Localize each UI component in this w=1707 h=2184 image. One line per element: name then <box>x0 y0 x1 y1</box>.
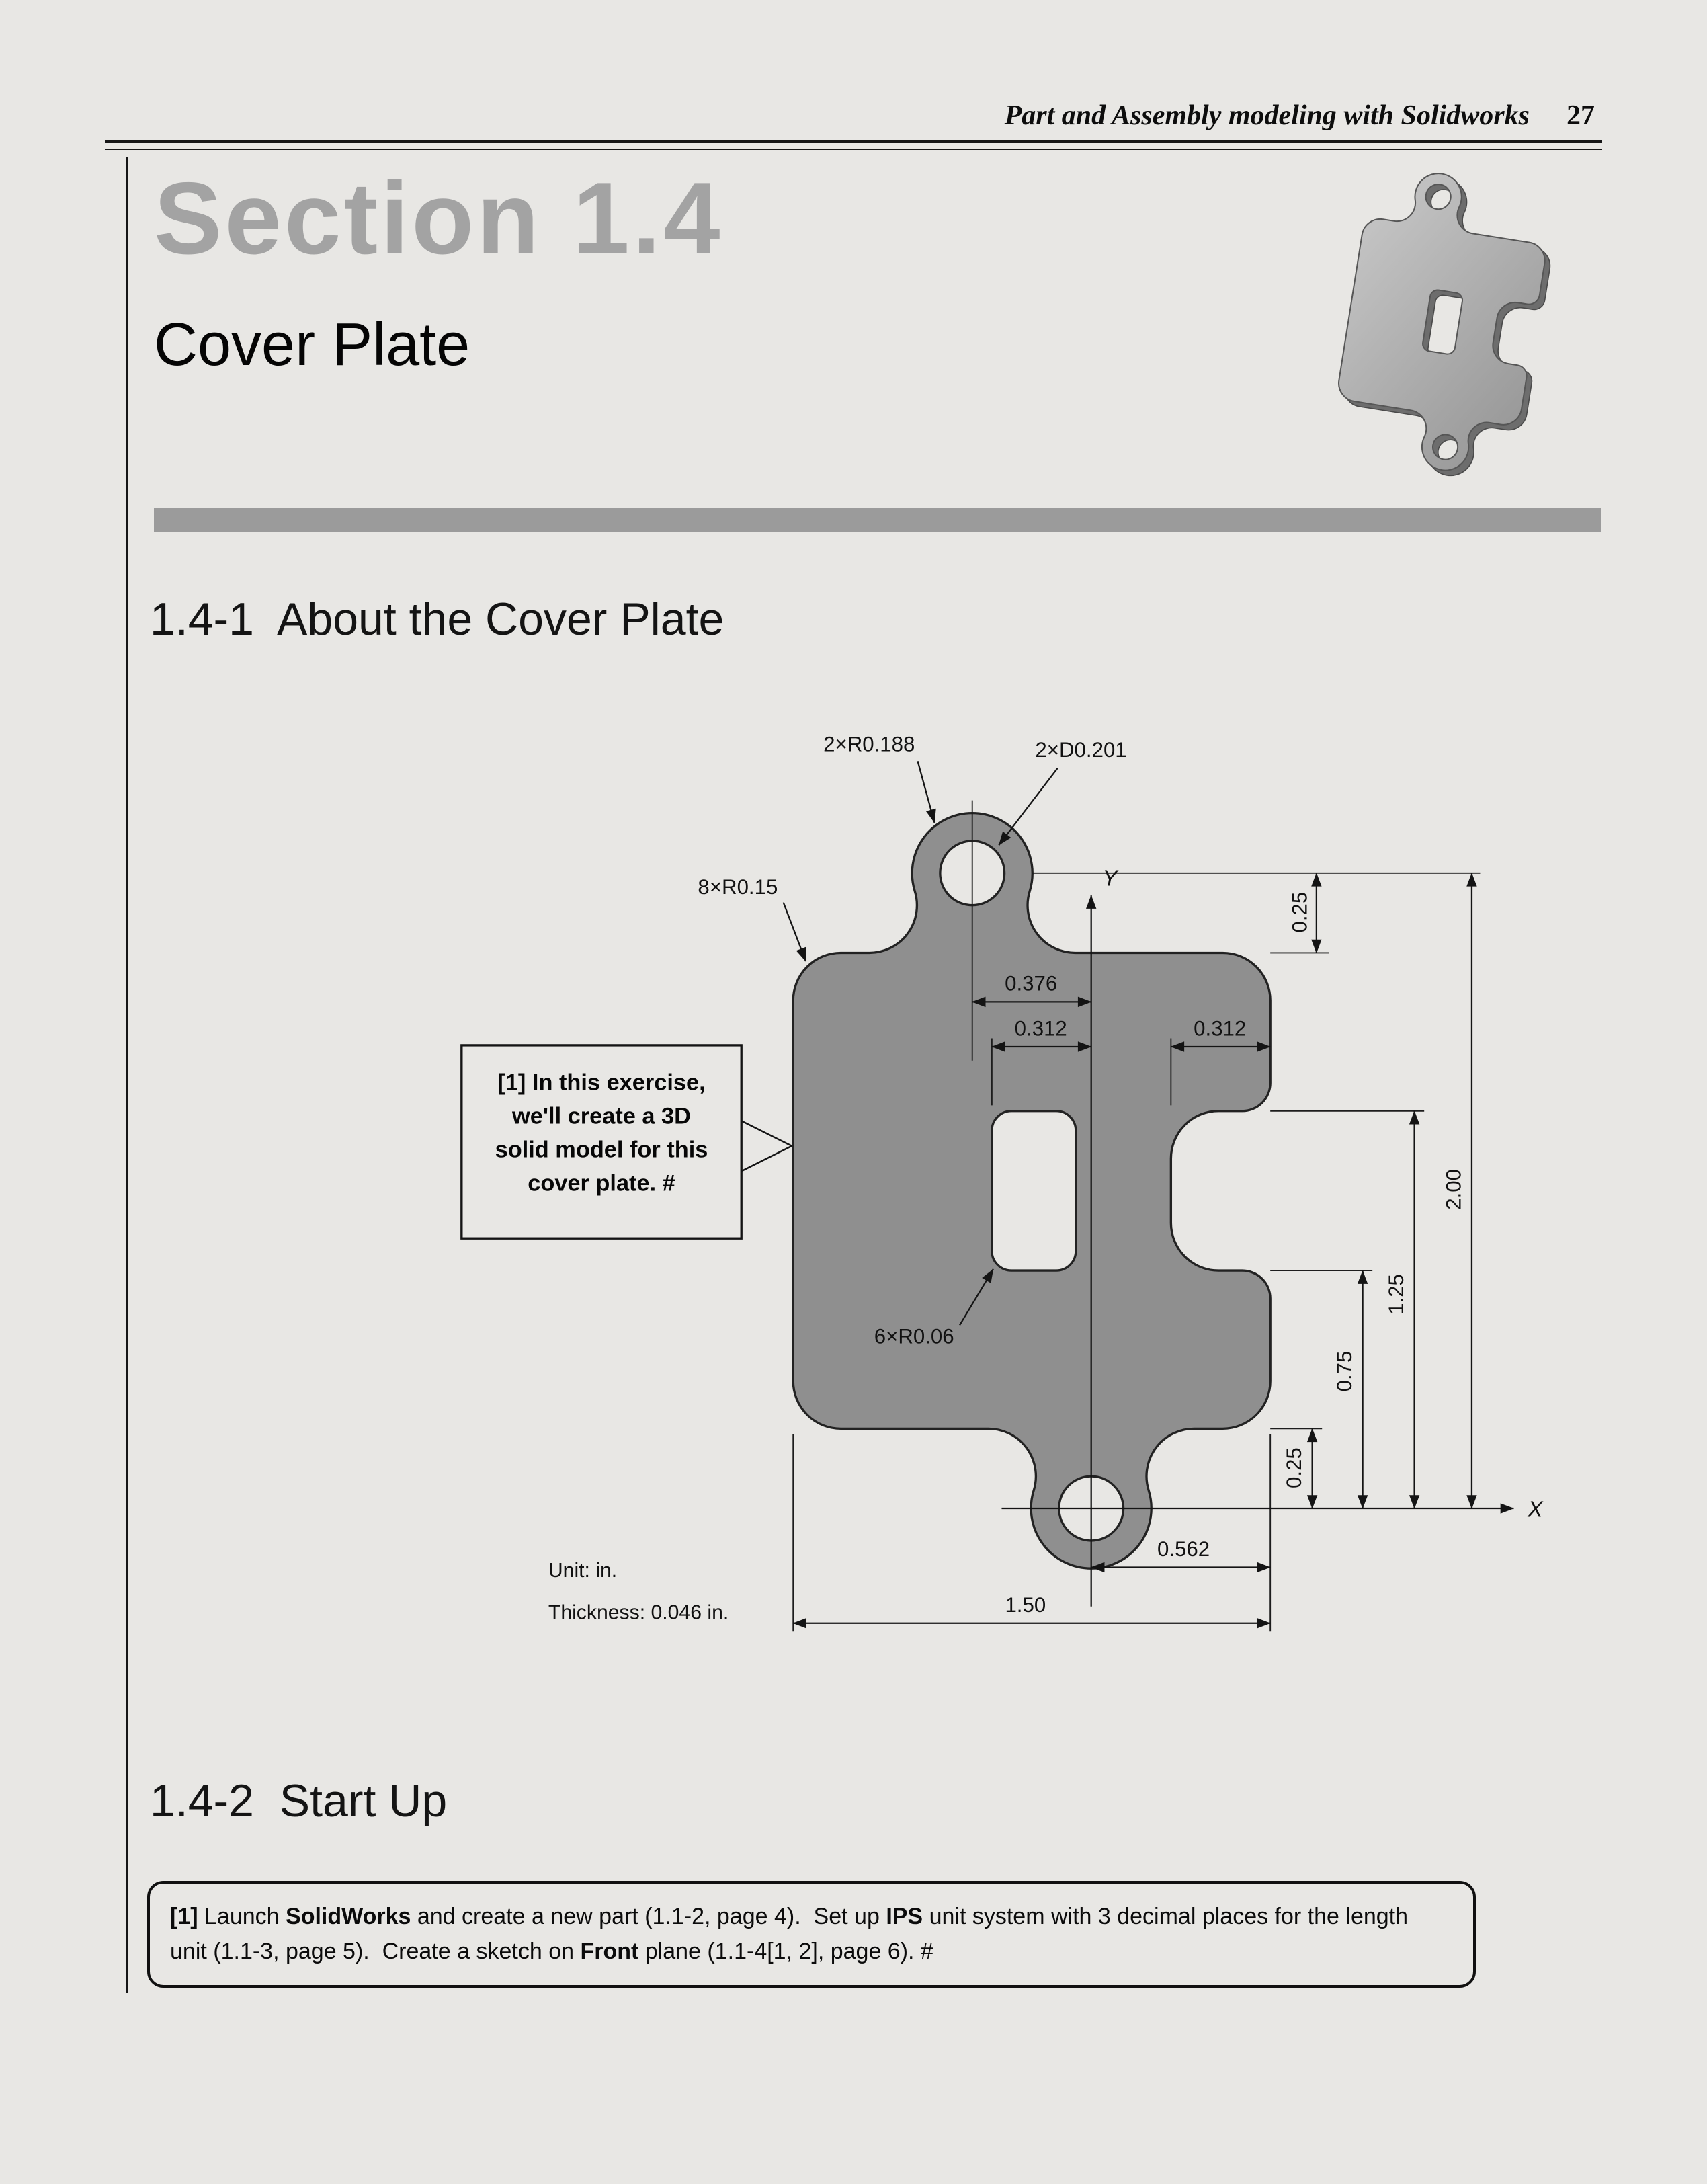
section-divider-bar <box>154 508 1601 532</box>
dimension-label-0376: 0.376 <box>1005 972 1057 996</box>
leader-label-hole-diameter: 2×D0.201 <box>1035 738 1126 762</box>
callout-line-1: [1] In this exercise, <box>497 1070 705 1096</box>
leader-cutout-fillets <box>959 1268 994 1326</box>
dimension-label-0562: 0.562 <box>1157 1537 1210 1561</box>
note-thickness: Thickness: 0.046 in. <box>548 1601 728 1623</box>
callout-line-3: solid model for this <box>495 1137 708 1162</box>
note-unit: Unit: in. <box>548 1560 617 1582</box>
dimension-label-075: 0.75 <box>1333 1351 1356 1392</box>
dimension-label-125: 1.25 <box>1384 1274 1408 1315</box>
section-title: Section 1.4 <box>154 161 723 276</box>
dimension-label-bottom-025: 0.25 <box>1282 1447 1306 1488</box>
left-margin-rule <box>126 157 128 1993</box>
leader-body-fillets <box>782 902 807 962</box>
leader-label-lobe-radius: 2×R0.188 <box>823 733 915 756</box>
book-title: Part and Assembly modeling with Solidwor… <box>1004 100 1530 131</box>
header-rule-thin <box>105 149 1602 150</box>
extension-lines <box>792 800 1481 1632</box>
leader-label-cutout-fillets: 6×R0.06 <box>874 1324 954 1348</box>
callout-line-4: cover plate. # <box>528 1170 675 1196</box>
callout-leader-lower <box>741 1145 792 1172</box>
running-header: Part and Assembly modeling with Solidwor… <box>1005 99 1595 132</box>
startup-bold-front: Front <box>580 1938 639 1964</box>
startup-text-3: unit system with 3 decimal places for th… <box>170 1904 1415 1964</box>
header-rule-thick <box>105 140 1602 143</box>
dimension-label-150: 1.50 <box>1005 1593 1046 1617</box>
startup-instruction-box: [1] Launch SolidWorks and create a new p… <box>147 1881 1476 1988</box>
startup-text-1: Launch <box>198 1904 286 1929</box>
startup-text-4: plane (1.1-4[1, 2], page 6). # <box>638 1938 933 1964</box>
dimension-label-0312-left: 0.312 <box>1015 1016 1067 1040</box>
dimension-label-0312-right: 0.312 <box>1194 1016 1246 1040</box>
startup-bold-solidworks: SolidWorks <box>286 1904 411 1929</box>
cover-plate-outline <box>792 811 1272 1570</box>
startup-bold-ips: IPS <box>886 1904 923 1929</box>
callout-leader-upper <box>741 1120 792 1147</box>
x-axis-label: X <box>1527 1498 1544 1523</box>
leader-lines <box>782 760 1058 1326</box>
technical-drawing: Y X 0.376 0.312 0.312 0.562 1.50 0.25 2.… <box>460 733 1544 1632</box>
plate-3d-face <box>1327 162 1557 482</box>
leader-hole-diameter <box>998 767 1058 846</box>
leader-label-body-fillets: 8×R0.15 <box>698 875 778 899</box>
dimension-label-top-025: 0.25 <box>1288 892 1311 933</box>
callout-line-2: we'll create a 3D <box>511 1103 691 1129</box>
section-subtitle: Cover Plate <box>154 311 470 378</box>
leader-lobe-radius <box>917 760 936 823</box>
heading-startup: 1.4-2 Start Up <box>150 1775 448 1826</box>
dimension-label-200: 2.00 <box>1442 1169 1465 1210</box>
page-number: 27 <box>1567 100 1595 131</box>
dimension-lines <box>792 873 1477 1629</box>
startup-step-number: [1] <box>170 1904 198 1929</box>
y-axis-label: Y <box>1102 866 1119 891</box>
heading-about: 1.4-1 About the Cover Plate <box>150 594 724 645</box>
cover-plate-3d-icon <box>1327 162 1562 487</box>
callout-box <box>460 1044 743 1240</box>
startup-text-2: and create a new part (1.1-2, page 4). S… <box>411 1904 886 1929</box>
